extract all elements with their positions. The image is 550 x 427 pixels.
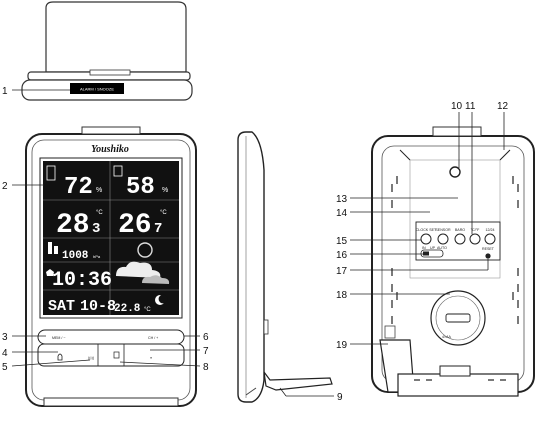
callout-19: 19	[336, 340, 348, 351]
callout-17: 17	[336, 266, 348, 277]
hour-format-button[interactable]	[484, 233, 496, 245]
callout-5: 5	[2, 362, 8, 373]
top-view-body	[45, 1, 187, 73]
callout-13: 13	[336, 194, 348, 205]
front-top-button	[81, 126, 141, 135]
small-temp: 22.8	[114, 303, 141, 315]
back-vents-right	[512, 176, 519, 324]
back-view: CLOCK SET SENSOR BARO °C/°F 12/24 IN UP …	[371, 126, 535, 397]
callout-8: 8	[203, 362, 209, 373]
mem-minus-label: MEM / −	[52, 336, 65, 340]
unit-toggle-button[interactable]	[469, 233, 481, 245]
sun-icon	[137, 242, 153, 258]
alarm-bell-icon	[46, 269, 54, 276]
callout-7: 7	[203, 346, 209, 357]
callout-1: 1	[2, 86, 8, 97]
sensor-button[interactable]	[437, 233, 449, 245]
outdoor-sensor-icon	[46, 165, 56, 181]
clock-set-label: CLOCK SET	[416, 228, 437, 232]
leader-lines	[11, 89, 505, 397]
callout-11: 11	[465, 101, 476, 112]
back-buttons: CLOCK SET SENSOR BARO °C/°F 12/24	[416, 228, 496, 245]
hour-format-label: 12/24	[486, 228, 495, 232]
light-button-icon[interactable]: ((•))	[88, 356, 94, 360]
outdoor-temp-decimal: 3	[92, 221, 100, 237]
back-label-area	[409, 159, 501, 279]
callout-15: 15	[336, 236, 348, 247]
callout-labels: 1 2 3 4 5 6 7 8 9 10 11 12 13 14 15 16 1…	[2, 86, 509, 403]
indoor-humidity: 58	[126, 174, 155, 201]
back-stand-hinge	[384, 325, 396, 339]
front-view: Youshiko 72 % 58 % 28 3 °C 26 7 °C 1008 …	[25, 126, 197, 407]
battery-cover-ring	[435, 295, 481, 341]
callout-9: 9	[337, 392, 343, 403]
callout-14: 14	[336, 208, 348, 219]
callout-18: 18	[336, 290, 348, 301]
side-view	[237, 131, 333, 403]
indoor-house-icon	[113, 165, 123, 177]
pressure-unit: hPa	[93, 254, 101, 259]
ch-plus-label: CH / +	[148, 336, 158, 340]
small-temp-unit: °C	[144, 307, 151, 313]
callout-10: 10	[451, 101, 463, 112]
snooze-light-button[interactable]	[97, 343, 125, 367]
indoor-temp-integer: 26	[118, 210, 152, 241]
baro-button[interactable]	[454, 233, 466, 245]
pressure-value: 1008	[62, 250, 89, 262]
callout-3: 3	[2, 332, 8, 343]
switch-label-up: UP	[430, 246, 436, 250]
wall-hang-hole	[449, 166, 461, 178]
outdoor-temp-unit: °C	[96, 210, 103, 216]
side-body	[237, 131, 265, 403]
front-stand-base	[43, 397, 179, 407]
callout-6: 6	[203, 332, 209, 343]
alarm-snooze-button[interactable]	[70, 83, 124, 94]
history-button-icon[interactable]	[113, 351, 120, 359]
back-top-button	[432, 126, 482, 137]
baro-label: BARO	[455, 228, 465, 232]
alarm-snooze-label: ALARM / SNOOZE	[80, 87, 114, 92]
sensor-label: SENSOR	[435, 228, 451, 232]
weekday: SAT	[48, 298, 75, 315]
date: 10-8	[80, 298, 116, 315]
top-view: ALARM / SNOOZE	[21, 1, 193, 101]
outdoor-temp-integer: 28	[56, 210, 90, 241]
cloud-small-icon	[142, 275, 170, 284]
top-view-slot	[89, 69, 131, 76]
side-port	[263, 319, 269, 335]
back-base-tab	[439, 365, 471, 377]
side-kickstand	[263, 371, 333, 391]
menu-button-icon[interactable]: ≡	[150, 356, 152, 360]
pressure-bar-icon	[48, 242, 52, 254]
back-base	[397, 373, 519, 397]
callout-12: 12	[497, 101, 509, 112]
reset-label: RESET	[482, 247, 495, 251]
moon-shadow	[158, 294, 168, 304]
clock-set-button[interactable]	[420, 233, 432, 245]
indoor-temp-unit: °C	[160, 210, 167, 216]
outdoor-humidity-unit: %	[96, 187, 102, 194]
mode-switch-knob[interactable]	[423, 251, 429, 256]
reset-button[interactable]	[485, 253, 491, 259]
indoor-temp-decimal: 7	[154, 221, 162, 237]
alarm-button-icon[interactable]	[57, 353, 63, 361]
switch-label-in: IN	[422, 246, 426, 250]
battery-cover-grip[interactable]	[445, 313, 471, 323]
pressure-bar-icon	[54, 246, 58, 254]
unit-toggle-label: °C/°F	[471, 228, 480, 232]
clock-time: 10:36	[52, 269, 112, 292]
back-vents-left	[391, 176, 398, 324]
side-foot-line	[245, 387, 257, 396]
switch-label-auto: AUTO	[437, 246, 447, 250]
back-vents-top	[399, 149, 511, 161]
brand-logo: Youshiko	[91, 144, 129, 155]
callout-4: 4	[2, 348, 8, 359]
outdoor-humidity: 72	[64, 174, 93, 201]
callout-16: 16	[336, 250, 348, 261]
callout-2: 2	[2, 181, 8, 192]
battery-label: 4×AA	[442, 335, 451, 339]
indoor-humidity-unit: %	[162, 187, 168, 194]
cloud-icon	[116, 261, 161, 278]
